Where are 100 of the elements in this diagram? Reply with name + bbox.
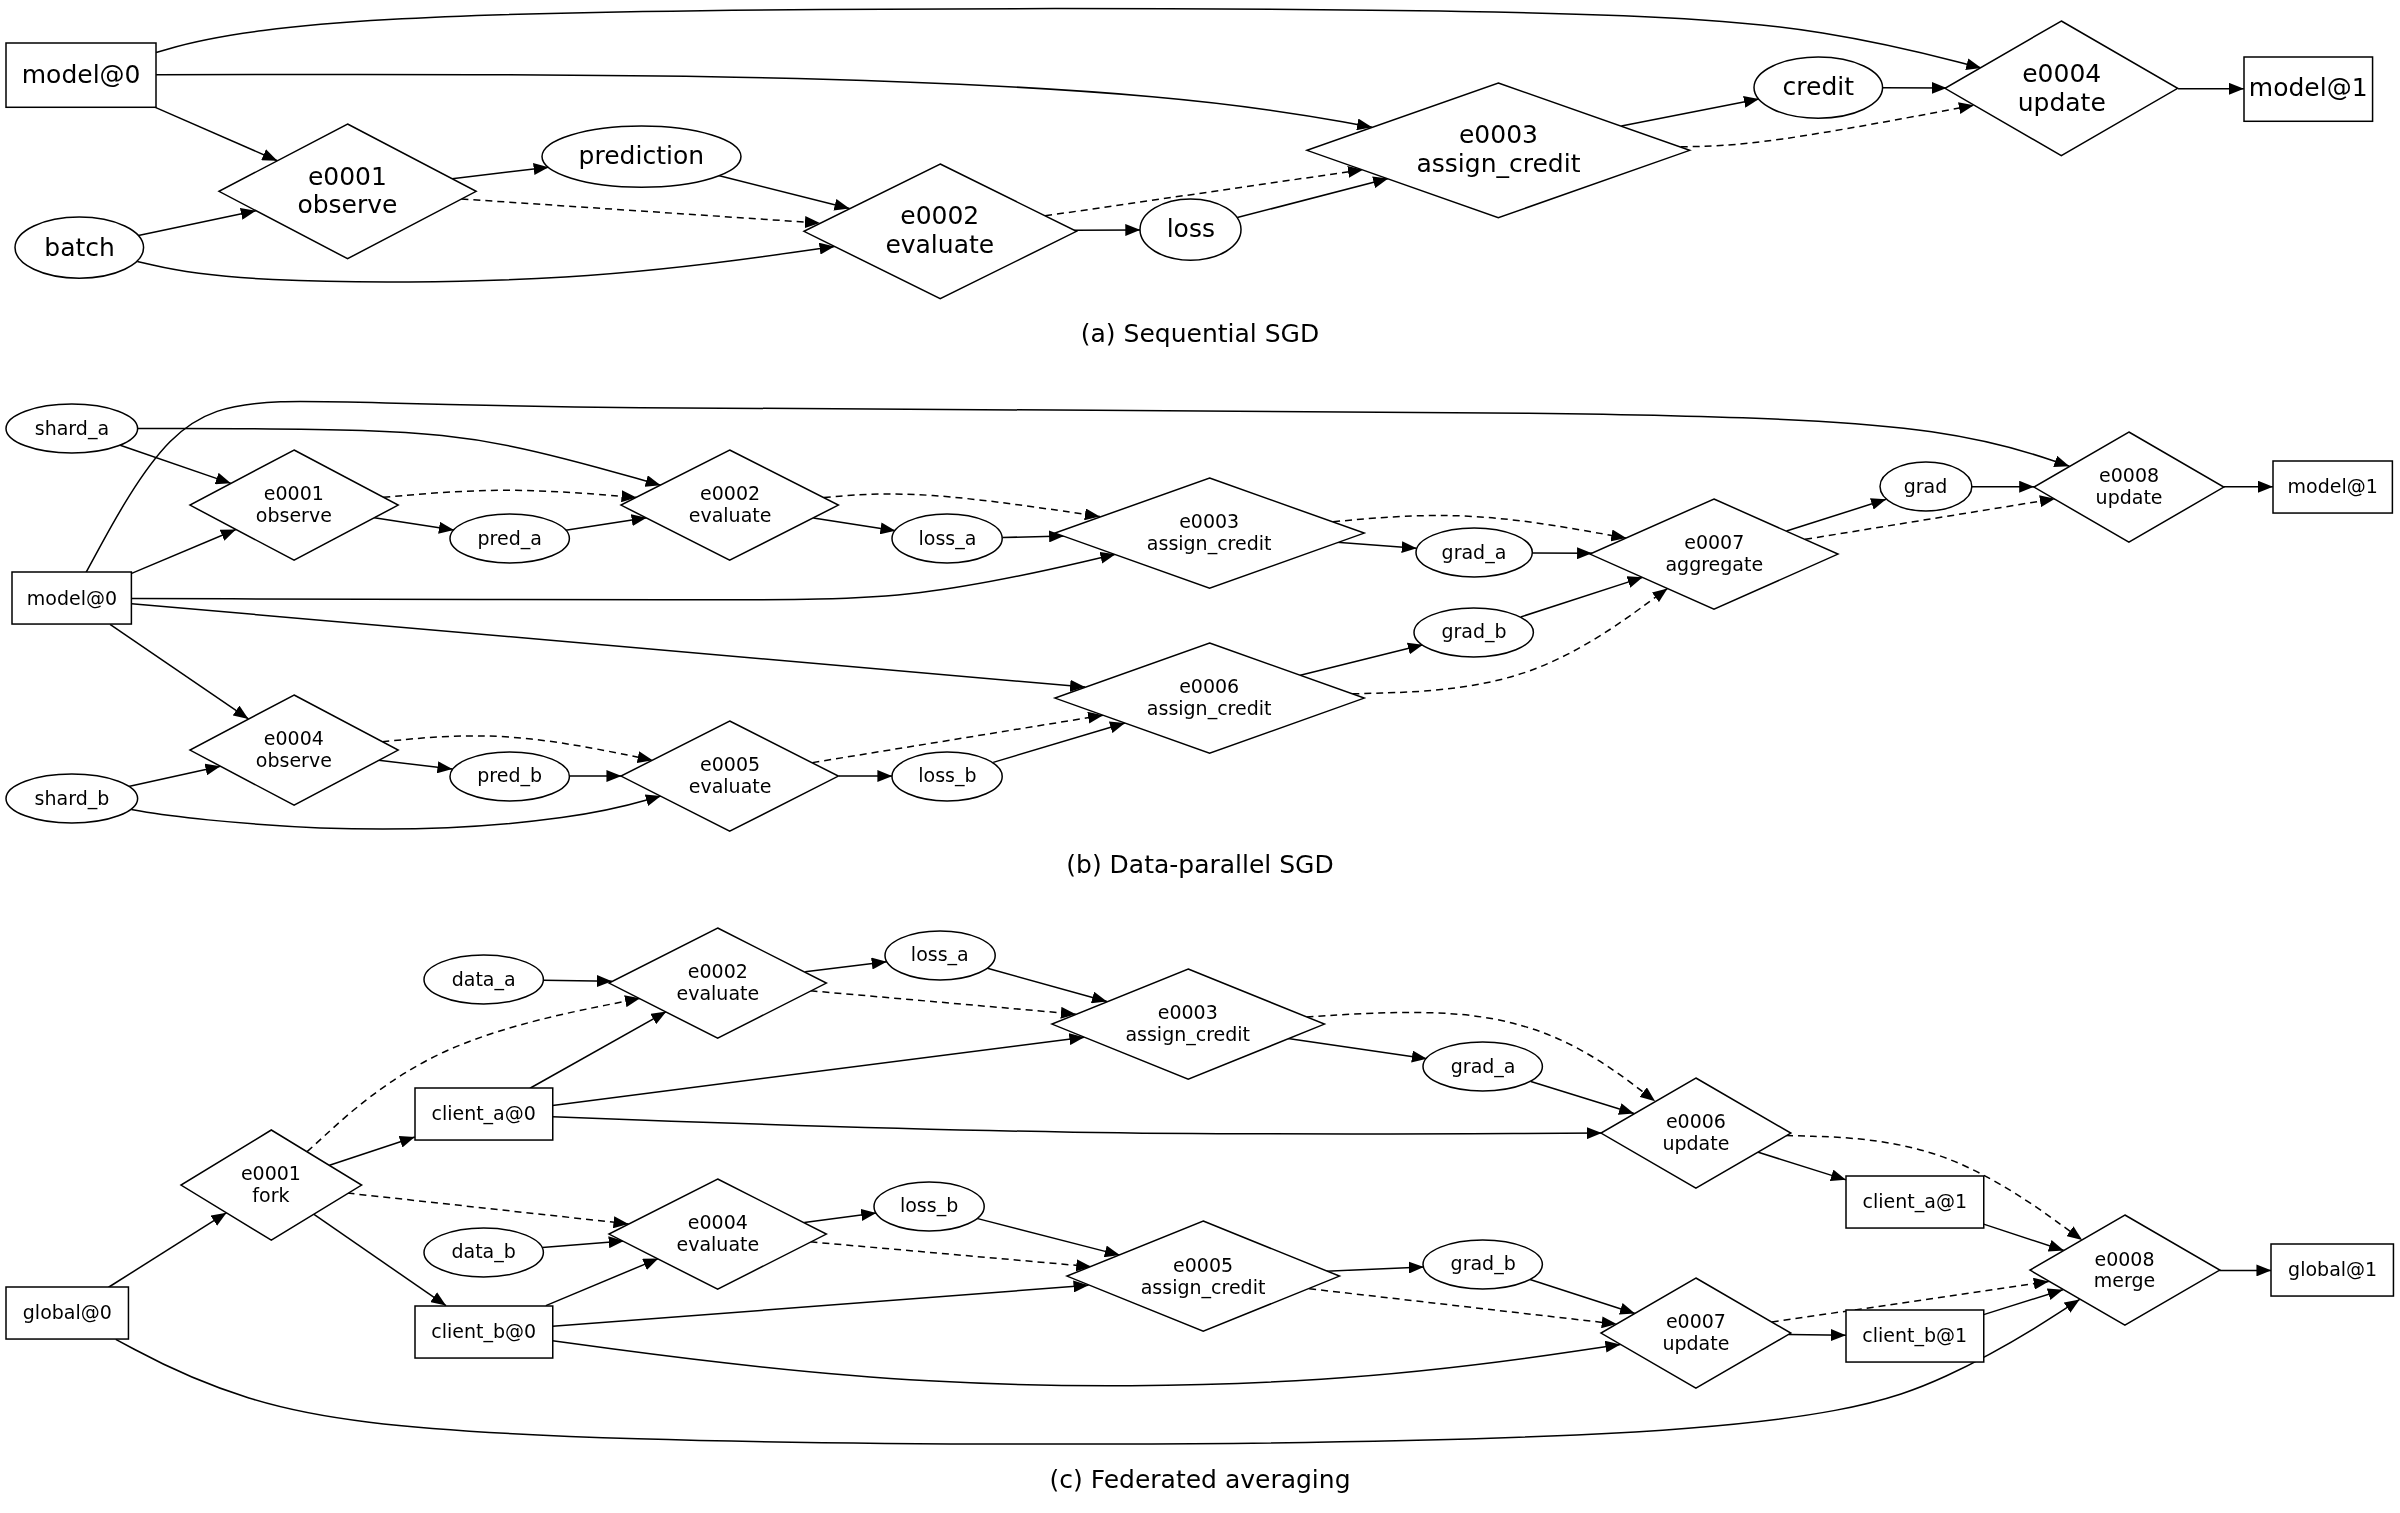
arrow bbox=[1529, 1278, 1636, 1315]
process-box bbox=[6, 42, 157, 108]
arrow bbox=[529, 1010, 668, 1089]
decision-diamond bbox=[609, 927, 827, 1038]
arrow bbox=[137, 207, 257, 237]
node-label: loss bbox=[1166, 215, 1215, 244]
decision-diamond bbox=[1945, 21, 2179, 157]
arrow bbox=[119, 444, 232, 485]
decision-diamond bbox=[1307, 82, 1690, 218]
node-label: shard_b bbox=[34, 788, 110, 810]
decision-diamond bbox=[1054, 642, 1364, 754]
arrow bbox=[811, 711, 1104, 764]
arrow bbox=[451, 163, 550, 180]
data-ellipse bbox=[1140, 198, 1242, 261]
node-label: e0001 fork bbox=[240, 1162, 301, 1207]
decision-diamond bbox=[1590, 498, 1839, 610]
node-label: data_a bbox=[451, 968, 516, 991]
node-label: client_a@1 bbox=[1862, 1190, 1967, 1213]
node-label: model@1 bbox=[2287, 475, 2378, 498]
node-label: e0003 assign_credit bbox=[1125, 1002, 1251, 1046]
arrow bbox=[381, 735, 654, 764]
node-label: loss_a bbox=[918, 527, 977, 550]
arrow bbox=[115, 1298, 2081, 1445]
data-ellipse bbox=[884, 930, 995, 980]
arrow bbox=[1785, 498, 1887, 532]
decision-diamond bbox=[609, 1178, 827, 1289]
node-label: grad_a bbox=[1450, 1055, 1516, 1078]
arrow bbox=[382, 489, 638, 503]
arrow bbox=[1308, 1287, 1618, 1329]
node-label: e0007 aggregate bbox=[1665, 532, 1764, 576]
arrow bbox=[460, 198, 821, 229]
node-label: grad_b bbox=[1450, 1253, 1516, 1276]
arrow bbox=[312, 1213, 447, 1307]
arrow bbox=[545, 1257, 660, 1307]
arrow bbox=[812, 517, 897, 535]
node-label: client_b@1 bbox=[1862, 1325, 1968, 1348]
process-box bbox=[12, 572, 132, 625]
data-ellipse bbox=[15, 217, 144, 279]
node-label: global@0 bbox=[22, 1302, 112, 1325]
data-ellipse bbox=[423, 955, 544, 1005]
arrow bbox=[109, 623, 250, 720]
arrow bbox=[306, 995, 641, 1153]
process-box bbox=[1845, 1175, 1984, 1228]
node-label: e0002 evaluate bbox=[885, 202, 995, 260]
data-ellipse bbox=[541, 125, 741, 187]
data-ellipse bbox=[6, 774, 138, 824]
data-ellipse bbox=[1414, 607, 1534, 657]
node-label: e0004 evaluate bbox=[676, 1211, 760, 1256]
process-box bbox=[1845, 1310, 1984, 1363]
decision-diamond bbox=[621, 720, 839, 832]
process-box bbox=[2271, 1244, 2394, 1297]
arrow bbox=[85, 400, 2071, 574]
data-ellipse bbox=[1415, 528, 1533, 577]
node-label: client_b@0 bbox=[431, 1320, 537, 1343]
arrow bbox=[1236, 176, 1389, 219]
decision-diamond bbox=[189, 450, 398, 561]
node-label: e0006 update bbox=[1662, 1110, 1730, 1155]
node-label: e0006 assign_credit bbox=[1146, 676, 1272, 720]
node-label: model@1 bbox=[2248, 74, 2368, 104]
node-label: loss_a bbox=[910, 944, 969, 966]
process-box bbox=[2272, 460, 2393, 513]
panel-caption: (b) Data-parallel SGD bbox=[1066, 849, 1334, 879]
arrow bbox=[985, 967, 1108, 1004]
node-label: grad_a bbox=[1441, 541, 1507, 564]
data-ellipse bbox=[450, 751, 570, 801]
node-label: data_b bbox=[451, 1241, 516, 1263]
node-label: pred_b bbox=[477, 765, 543, 787]
arrow bbox=[1620, 95, 1760, 127]
arrow bbox=[1530, 1080, 1635, 1115]
arrow bbox=[373, 516, 455, 534]
decision-diamond bbox=[1066, 1221, 1340, 1332]
node-label: model@0 bbox=[21, 60, 141, 90]
node-label: e0005 assign_credit bbox=[1140, 1254, 1266, 1299]
arrow bbox=[541, 1236, 625, 1249]
arrow bbox=[107, 1211, 228, 1288]
node-label: e0001 observe bbox=[297, 162, 398, 221]
arrow bbox=[1325, 1261, 1425, 1274]
decision-diamond bbox=[2029, 1215, 2220, 1326]
decision-diamond bbox=[218, 123, 476, 259]
arrow bbox=[1044, 165, 1364, 217]
node-label: global@1 bbox=[2288, 1259, 2378, 1282]
node-label: prediction bbox=[578, 141, 705, 171]
node-label: e0007 update bbox=[1662, 1311, 1730, 1355]
decision-diamond bbox=[189, 694, 398, 806]
decision-diamond bbox=[1054, 477, 1364, 588]
node-label: loss_b bbox=[899, 1195, 959, 1218]
data-ellipse bbox=[1879, 462, 1972, 512]
panel-caption: (c) Federated averaging bbox=[1049, 1465, 1351, 1495]
node-label: e0003 assign_credit bbox=[1416, 121, 1581, 179]
node-label: e0001 observe bbox=[255, 483, 332, 527]
arrow bbox=[137, 427, 662, 487]
panel-caption: (a) Sequential SGD bbox=[1080, 318, 1320, 348]
data-ellipse bbox=[1423, 1239, 1543, 1289]
decision-diamond bbox=[2034, 431, 2224, 542]
decision-diamond bbox=[803, 163, 1076, 299]
node-label: shard_a bbox=[34, 417, 110, 440]
node-label: e0003 assign_credit bbox=[1146, 510, 1272, 555]
data-ellipse bbox=[873, 1181, 985, 1231]
node-label: e0005 evaluate bbox=[688, 754, 772, 798]
data-ellipse bbox=[1423, 1042, 1543, 1092]
